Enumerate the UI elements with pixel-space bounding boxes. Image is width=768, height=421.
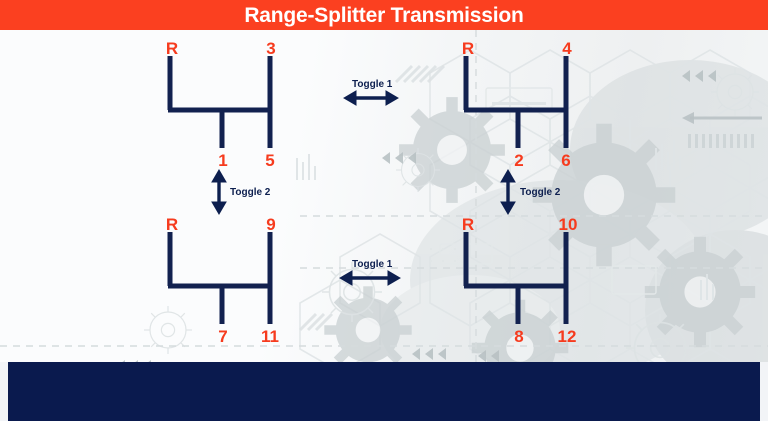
toggle-1-top-label: Toggle 1	[352, 79, 393, 90]
label-top-left-R: R	[165, 39, 179, 58]
toggle-2-left-label: Toggle 2	[230, 187, 271, 198]
label-bottom-right-8: 8	[514, 327, 524, 346]
label-bottom-left-R: R	[165, 215, 179, 234]
label-bottom-right-10: 10	[558, 215, 578, 234]
label-top-right-R: R	[461, 39, 475, 58]
label-top-right-4: 4	[562, 39, 572, 58]
label-bottom-right-R: R	[461, 215, 475, 234]
label-bottom-left-9: 9	[266, 215, 276, 234]
toggle-2-right-arrow	[500, 169, 516, 215]
toggle-2-right-label: Toggle 2	[520, 187, 561, 198]
label-top-left-3: 3	[266, 39, 276, 58]
label-bottom-left-11: 11	[261, 327, 279, 346]
label-top-right-2: 2	[514, 151, 524, 170]
gear-pattern-bottom-right-lines	[463, 232, 569, 324]
gear-pattern-top-right-lines	[463, 56, 569, 148]
toggle-1-bottom-arrow	[339, 270, 401, 286]
label-bottom-right-12: 12	[557, 327, 577, 346]
page-title: Range-Splitter Transmission	[244, 3, 524, 27]
footer-bar	[8, 362, 760, 421]
toggle-2-left-arrow	[211, 169, 227, 215]
toggle-1-top-arrow	[343, 90, 399, 106]
label-top-right-6: 6	[561, 151, 571, 170]
gear-pattern-top-left-lines	[167, 56, 273, 148]
label-top-left-5: 5	[265, 151, 275, 170]
label-bottom-left-7: 7	[218, 327, 228, 346]
gear-pattern-bottom-left-lines	[167, 232, 273, 324]
label-top-left-1: 1	[218, 151, 228, 170]
title-banner: Range-Splitter Transmission	[0, 0, 768, 30]
toggle-1-bottom-label: Toggle 1	[352, 259, 393, 270]
technical-background-pattern	[0, 30, 768, 362]
